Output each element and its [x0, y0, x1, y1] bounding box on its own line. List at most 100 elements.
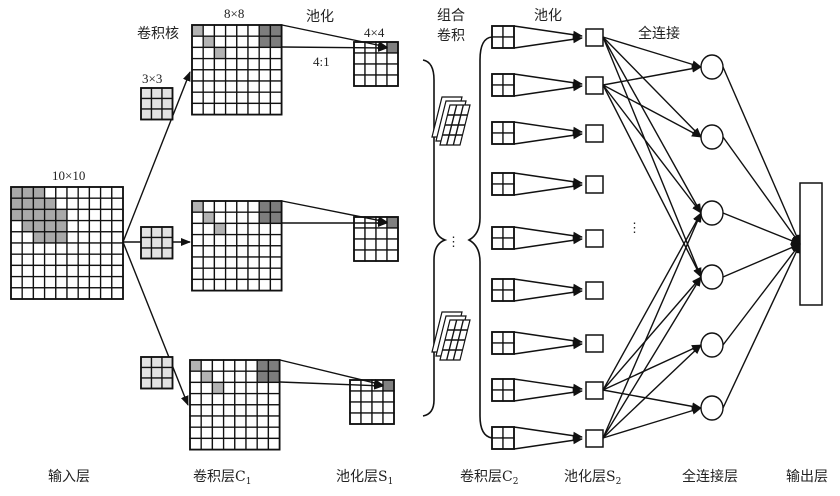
c1-grid-3-cell	[200, 404, 214, 417]
c1-grid-1-cell	[247, 24, 260, 37]
s1-grid-2-cell	[386, 238, 399, 251]
c1-grid-2-cell	[247, 233, 260, 247]
c1-grid-2-cell	[191, 256, 204, 269]
s1-grid-1-cell	[386, 52, 399, 65]
c1-grid-2-cell	[236, 211, 249, 225]
kernel-grid-2-cell	[150, 247, 163, 260]
fc-edge	[602, 276, 702, 439]
c1-grid-2-cell	[213, 267, 227, 281]
c2-map-1-cell	[491, 25, 504, 38]
c1-grid-2-cell	[258, 200, 272, 213]
s1-grid-3-cell	[382, 412, 395, 425]
kernel-grid-1-cell	[150, 108, 163, 121]
c1-grid-3-border	[189, 359, 281, 451]
c1-grid-3-cell	[211, 381, 225, 395]
c1-grid-1-cell	[236, 102, 249, 116]
c1-grid-3-cell	[234, 404, 247, 417]
c2-pool-line-upper-4	[513, 172, 583, 186]
c1-grid-1-cell	[224, 69, 238, 82]
kernel-grid-3-border	[140, 356, 174, 390]
c1-grid-3-cell	[234, 370, 247, 384]
input-grid-cell	[77, 219, 91, 233]
s1-grid-1-border	[353, 41, 399, 87]
fc-node-3	[700, 200, 724, 226]
c1-grid-1-cell	[213, 57, 227, 71]
c1-grid-2-cell	[213, 200, 227, 213]
c1-grid-3-cell	[189, 392, 202, 406]
s1-grid-3-cell	[382, 379, 395, 392]
c1-grid-3-cell	[189, 370, 202, 384]
s2-unit-3	[585, 124, 604, 143]
c1-grid-3-cell	[222, 437, 236, 451]
c1-grid-3-cell	[267, 381, 281, 395]
c1-grid-1-cell	[247, 80, 260, 93]
c1-grid-3-cell	[222, 381, 236, 395]
c1-grid-1-cell	[247, 35, 260, 49]
input-grid-cell	[43, 197, 57, 211]
c1-grid-2-cell	[247, 278, 260, 292]
c2-map-3	[491, 121, 515, 145]
input-grid-cell	[111, 197, 124, 211]
c1-grid-3-cell	[189, 437, 202, 451]
arrow-input-to-c1-bottom	[122, 241, 189, 406]
input-grid-cell	[32, 253, 46, 267]
s1-grid-2-cell	[375, 238, 388, 251]
c1-grid-1-cell	[236, 91, 249, 105]
input-grid-cell	[66, 231, 79, 244]
c2-pool-line-upper-6	[513, 278, 583, 292]
output-edge-5	[722, 243, 801, 346]
input-grid-cell	[21, 275, 35, 289]
c2-map-8-cell	[502, 389, 515, 402]
c1-grid-1-cell	[269, 102, 283, 116]
s2-unit-1	[585, 28, 604, 47]
input-grid-cell	[111, 242, 124, 255]
input-grid-cell	[99, 264, 113, 278]
s1-grid-2-cell	[364, 227, 377, 240]
c1-grid-2-border	[191, 200, 283, 292]
c1-grid-1-cell	[224, 24, 238, 37]
kernel-grid-1-cell	[161, 97, 174, 110]
kernel-grid-1-cell	[161, 108, 174, 121]
c1-grid-2-cell	[258, 267, 272, 281]
input-grid-cell	[88, 242, 102, 255]
c1-grid-2-cell	[269, 256, 283, 269]
kernel-grid-2-cell	[140, 226, 153, 239]
c1-grid-1-cell	[213, 69, 227, 82]
input-grid-cell	[88, 287, 102, 300]
c2-map-5-cell	[491, 237, 504, 250]
c1-grid-3-cell	[200, 381, 214, 395]
c2-map-9-cell	[502, 437, 515, 450]
fc-node-2	[700, 124, 724, 150]
c1-grid-1-cell	[202, 91, 216, 105]
c2-map-8-border	[491, 378, 515, 402]
input-grid-cell	[99, 231, 113, 244]
c2-map-6-cell	[502, 289, 515, 302]
input-grid-cell	[77, 287, 91, 300]
c1-grid-3-cell	[256, 404, 270, 417]
c1-grid-2-cell	[202, 245, 216, 258]
input-grid-cell	[99, 242, 113, 255]
s1-grid-2-cell	[386, 216, 399, 229]
c1-grid-3-cell	[267, 359, 281, 372]
c1-grid-1-cell	[213, 80, 227, 93]
c1-grid-3-cell	[234, 426, 247, 440]
input-grid-cell	[43, 208, 57, 222]
c1-grid-2-cell	[269, 211, 283, 225]
conv-layer-c2	[491, 25, 583, 450]
s1-grid-1	[353, 41, 399, 87]
c1-grid-2-cell	[236, 200, 249, 213]
s2-unit-8	[585, 381, 604, 400]
c1-grid-3-cell	[200, 437, 214, 451]
c1-grid-3-cell	[245, 370, 258, 384]
c1-grid-2-cell	[236, 278, 249, 292]
right-brace	[467, 36, 493, 439]
input-grid-cell	[99, 275, 113, 289]
input-grid-cell	[111, 253, 124, 267]
fc-edge	[602, 36, 702, 214]
kernel-grid-2-cell	[150, 236, 163, 249]
c1-grid-3-cell	[256, 426, 270, 440]
c1-grid-2-cell	[236, 267, 249, 281]
s1-grid-2-cell	[386, 249, 399, 262]
input-grid-cell	[77, 197, 91, 211]
c1-grid-1-cell	[236, 24, 249, 37]
